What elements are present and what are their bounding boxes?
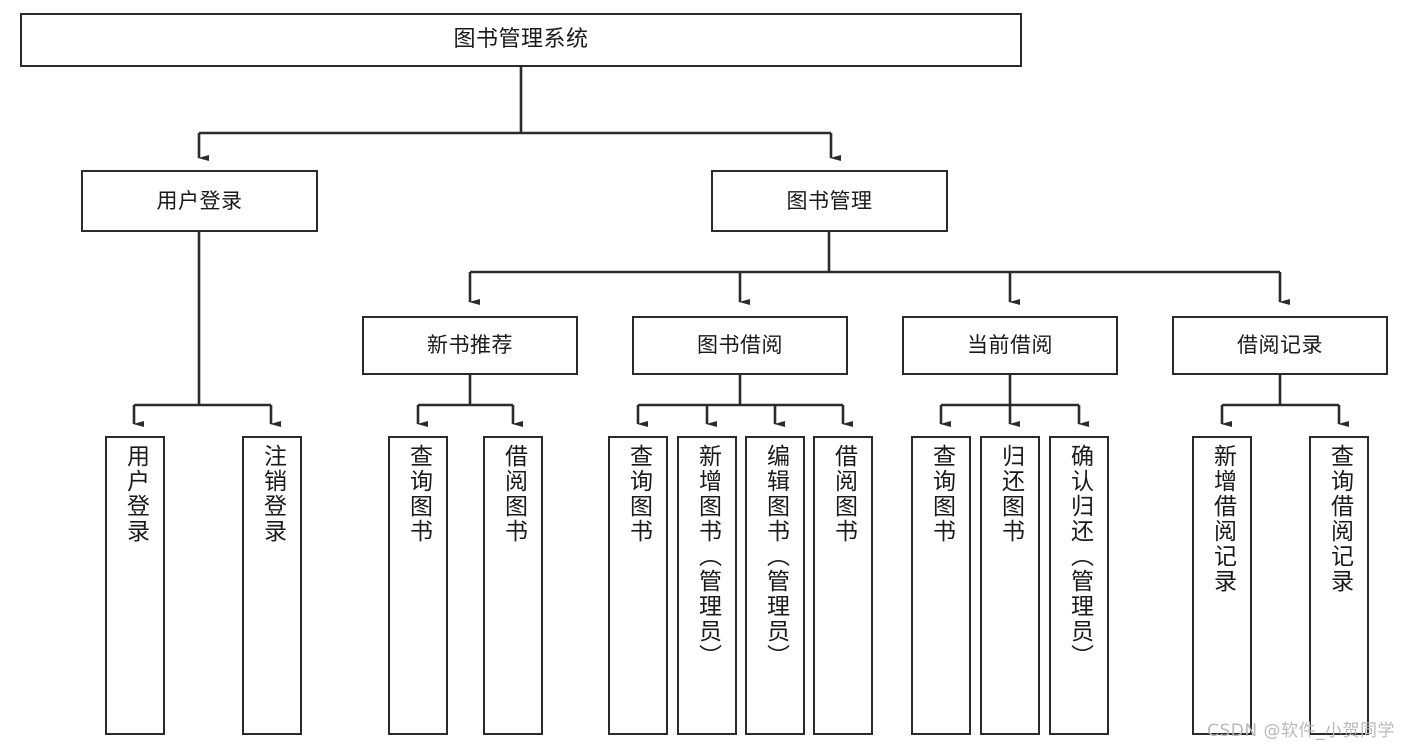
node-current-borrow[interactable]: 当前借阅 — [902, 316, 1118, 375]
node-label: 确认归还（管理员） — [1066, 444, 1093, 669]
node-label: 当前借阅 — [967, 333, 1053, 358]
node-leaf-user-login[interactable]: 用户登录 — [105, 436, 165, 735]
node-leaf-logout[interactable]: 注销登录 — [242, 436, 302, 735]
node-leaf-add-book-admin[interactable]: 新增图书（管理员） — [677, 436, 737, 735]
node-borrow-record[interactable]: 借阅记录 — [1172, 316, 1388, 375]
node-label: 用户登录 — [156, 188, 243, 213]
node-label: 图书借阅 — [697, 333, 783, 358]
node-label: 查询图书 — [405, 444, 432, 544]
node-leaf-return-book[interactable]: 归还图书 — [980, 436, 1040, 735]
node-leaf-edit-book-admin[interactable]: 编辑图书（管理员） — [745, 436, 805, 735]
node-leaf-borrow-book[interactable]: 借阅图书 — [813, 436, 873, 735]
node-label: 注销登录 — [259, 444, 286, 544]
node-label: 用户登录 — [122, 444, 149, 544]
node-root-book-management-system[interactable]: 图书管理系统 — [20, 13, 1022, 67]
node-label: 新增借阅记录 — [1209, 444, 1236, 594]
node-label: 借阅记录 — [1237, 333, 1323, 358]
node-leaf-add-borrow-record[interactable]: 新增借阅记录 — [1192, 436, 1252, 735]
node-label: 归还图书 — [997, 444, 1024, 544]
csdn-watermark: CSDN @软件_小贺同学 — [1207, 721, 1395, 741]
node-label: 编辑图书（管理员） — [762, 444, 789, 669]
node-leaf-query-book-current[interactable]: 查询图书 — [911, 436, 971, 735]
node-label: 查询图书 — [625, 444, 652, 544]
node-label: 借阅图书 — [500, 444, 527, 544]
node-label: 借阅图书 — [830, 444, 857, 544]
node-label: 图书管理 — [786, 188, 873, 213]
node-user-login[interactable]: 用户登录 — [81, 170, 318, 232]
node-leaf-query-book-borrow[interactable]: 查询图书 — [608, 436, 668, 735]
node-label: 新增图书（管理员） — [694, 444, 721, 669]
node-label: 查询借阅记录 — [1326, 444, 1353, 594]
node-label: 图书管理系统 — [453, 27, 589, 53]
node-leaf-confirm-return-admin[interactable]: 确认归还（管理员） — [1049, 436, 1109, 735]
node-label: 查询图书 — [928, 444, 955, 544]
node-new-book-recommend[interactable]: 新书推荐 — [362, 316, 578, 375]
node-book-borrow[interactable]: 图书借阅 — [632, 316, 848, 375]
node-leaf-query-book-recommend[interactable]: 查询图书 — [388, 436, 448, 735]
node-book-management[interactable]: 图书管理 — [711, 170, 948, 232]
node-leaf-query-borrow-record[interactable]: 查询借阅记录 — [1309, 436, 1369, 735]
node-leaf-borrow-book-recommend[interactable]: 借阅图书 — [483, 436, 543, 735]
node-label: 新书推荐 — [427, 333, 513, 358]
